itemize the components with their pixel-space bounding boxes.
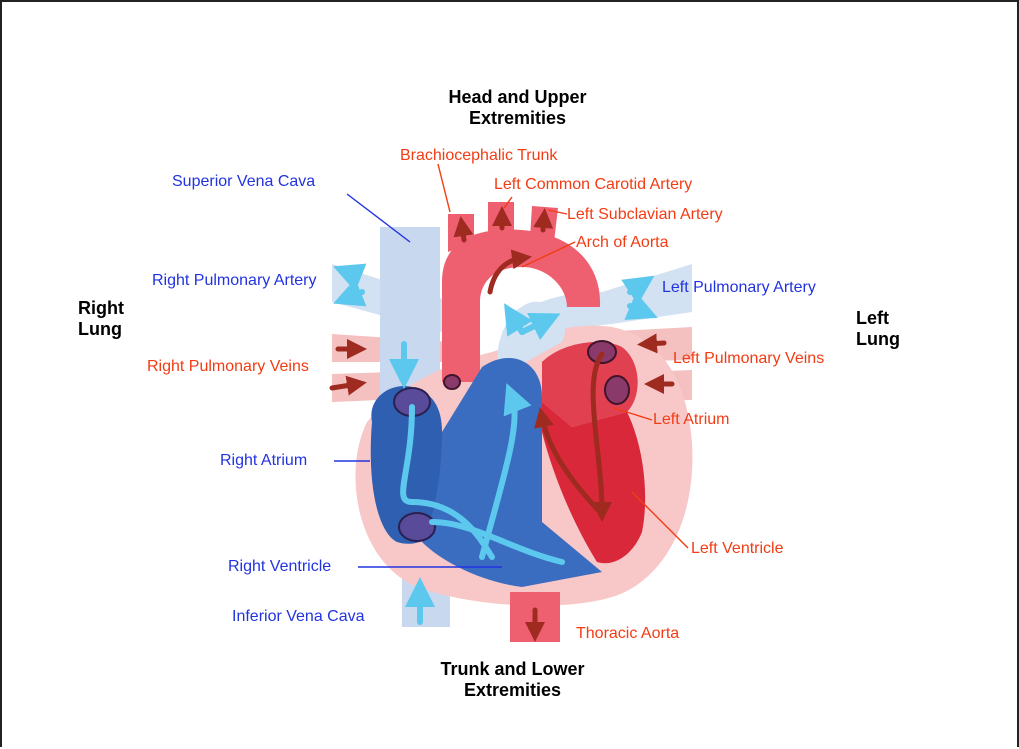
label-thoracic-aorta: Thoracic Aorta	[576, 625, 679, 643]
label-left-pulmonary-veins: Left Pulmonary Veins	[673, 350, 824, 368]
label-left-pulmonary-artery: Left Pulmonary Artery	[662, 279, 816, 297]
label-left-subclavian-artery: Left Subclavian Artery	[567, 206, 723, 224]
label-left-atrium: Left Atrium	[653, 411, 729, 429]
label-left-lung: Left Lung	[856, 308, 916, 349]
label-head-upper-extremities: Head and Upper Extremities	[430, 87, 605, 128]
label-superior-vena-cava: Superior Vena Cava	[172, 173, 315, 191]
label-inferior-vena-cava: Inferior Vena Cava	[232, 608, 365, 626]
label-right-pulmonary-veins: Right Pulmonary Veins	[147, 358, 309, 376]
label-trunk-lower-extremities: Trunk and Lower Extremities	[410, 659, 615, 700]
label-right-pulmonary-artery: Right Pulmonary Artery	[152, 272, 317, 290]
label-arch-of-aorta: Arch of Aorta	[576, 234, 669, 252]
label-right-ventricle: Right Ventricle	[228, 558, 331, 576]
label-right-atrium: Right Atrium	[220, 452, 307, 470]
label-left-common-carotid-artery: Left Common Carotid Artery	[494, 176, 692, 194]
label-brachiocephalic-trunk: Brachiocephalic Trunk	[400, 147, 557, 165]
label-right-lung: Right Lung	[78, 298, 148, 339]
label-left-ventricle: Left Ventricle	[691, 540, 784, 558]
